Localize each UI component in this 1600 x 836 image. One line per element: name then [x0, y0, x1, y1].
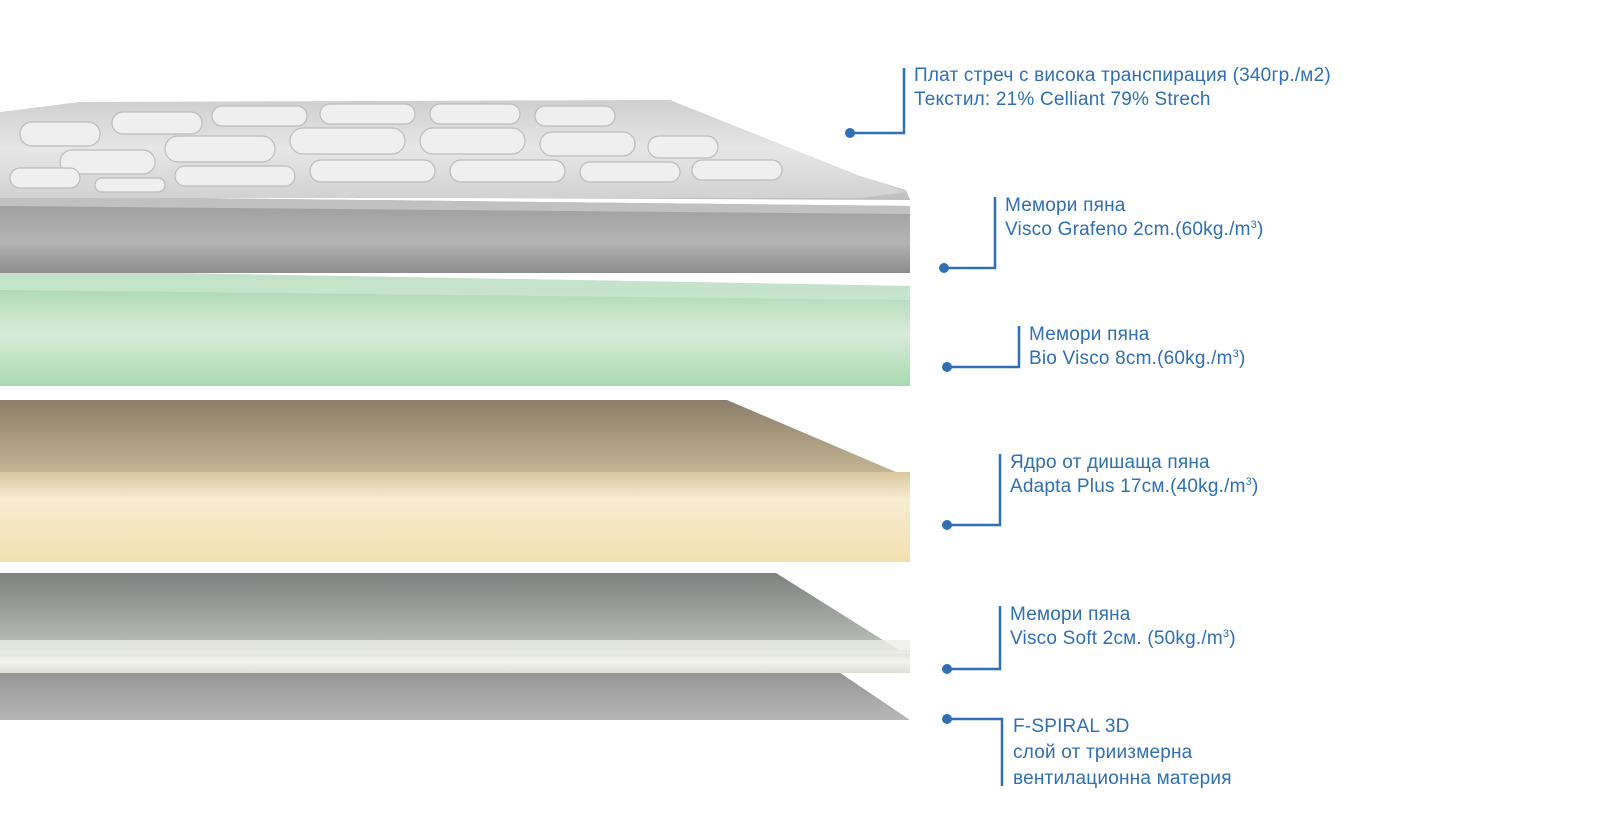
- callout-dot-visco-grafeno: [939, 263, 949, 273]
- callout-dot-cover: [845, 128, 855, 138]
- callout-dots: [845, 128, 952, 724]
- label-visco-grafeno-line-2: Visco Grafeno 2cm.(60kg./m3): [1005, 219, 1264, 240]
- label-bio-visco-line-2: Bio Visco 8cm.(60kg./m3): [1029, 348, 1246, 369]
- layer-cover: [0, 100, 910, 200]
- callout-lines: [850, 68, 1021, 786]
- label-adapta-plus-line-1: Ядро от дишаща пяна: [1010, 452, 1210, 473]
- layer-visco-soft: [0, 573, 910, 673]
- label-visco-soft-line-1: Мемори пяна: [1010, 604, 1131, 625]
- callout-dot-visco-soft: [942, 664, 952, 674]
- callout-line-f-spiral: [947, 717, 1004, 786]
- label-cover-line-1: Плат стреч с висока транспирация (340гр.…: [914, 65, 1331, 86]
- label-cover: Плат стреч с висока транспирация (340гр.…: [914, 64, 1331, 112]
- label-bio-visco: Мемори пяна Bio Visco 8cm.(60kg./m3): [1029, 323, 1245, 371]
- label-f-spiral-line-3: вентилационна материя: [1013, 768, 1232, 789]
- label-cover-line-2: Текстил: 21% Celliant 79% Strech: [914, 89, 1211, 110]
- callout-line-cover: [850, 68, 906, 135]
- label-adapta-plus-line-2: Adapta Plus 17см.(40kg./m3): [1010, 476, 1259, 497]
- label-adapta-plus: Ядро от дишаща пяна Adapta Plus 17см.(40…: [1010, 451, 1259, 499]
- label-visco-grafeno-line-1: Мемори пяна: [1005, 195, 1126, 216]
- layer-bio-visco: [0, 270, 910, 386]
- label-visco-soft: Мемори пяна Visco Soft 2см. (50kg./m3): [1010, 603, 1236, 651]
- callout-line-visco-soft: [947, 606, 1002, 671]
- callout-line-bio-visco: [947, 326, 1021, 369]
- callout-dot-adapta-plus: [942, 520, 952, 530]
- callout-dot-bio-visco: [942, 362, 952, 372]
- callout-line-visco-grafeno: [944, 197, 997, 270]
- callout-dot-f-spiral: [942, 714, 952, 724]
- callout-line-adapta-plus: [947, 454, 1002, 527]
- layer-adapta-plus: [0, 400, 910, 562]
- label-visco-grafeno: Мемори пяна Visco Grafeno 2cm.(60kg./m3): [1005, 194, 1263, 242]
- label-f-spiral: F-SPIRAL 3D слой от триизмерна вентилаци…: [1013, 714, 1232, 792]
- label-f-spiral-line-1: F-SPIRAL 3D: [1013, 716, 1130, 737]
- label-f-spiral-line-2: слой от триизмерна: [1013, 742, 1193, 763]
- label-bio-visco-line-1: Мемори пяна: [1029, 324, 1150, 345]
- layer-f-spiral: [0, 658, 910, 720]
- layer-visco-grafeno: [0, 196, 910, 273]
- label-visco-soft-line-2: Visco Soft 2см. (50kg./m3): [1010, 628, 1236, 649]
